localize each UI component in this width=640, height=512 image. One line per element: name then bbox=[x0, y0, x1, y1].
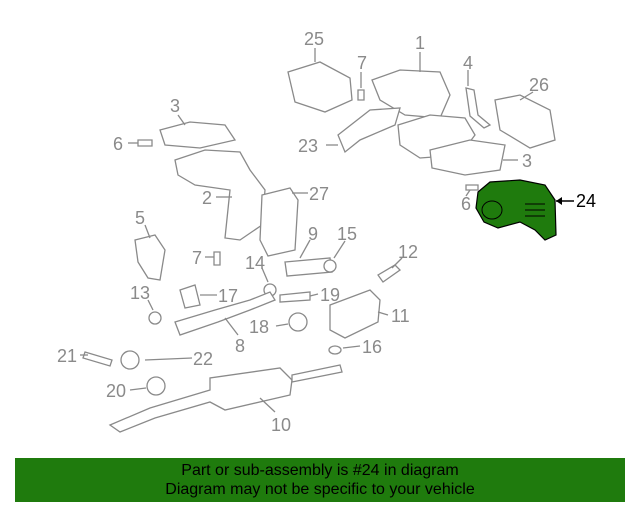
label-27: 27 bbox=[309, 184, 329, 204]
banner-line-disclaimer: Diagram may not be specific to your vehi… bbox=[165, 481, 475, 498]
label-8: 8 bbox=[235, 336, 245, 356]
label-21: 21 bbox=[57, 346, 77, 366]
label-6: 6 bbox=[113, 134, 123, 154]
part-7-stud[interactable] bbox=[357, 72, 365, 101]
label-7: 7 bbox=[357, 53, 367, 73]
label-5: 5 bbox=[135, 208, 145, 228]
part-3-gasket-right[interactable] bbox=[429, 139, 518, 176]
part-11-muffler[interactable] bbox=[329, 289, 389, 339]
part-19-gasket[interactable] bbox=[279, 291, 319, 303]
label-6-right: 6 bbox=[461, 194, 471, 214]
label-18: 18 bbox=[249, 317, 269, 337]
label-22: 22 bbox=[193, 349, 213, 369]
label-4: 4 bbox=[463, 53, 473, 73]
label-9: 9 bbox=[308, 224, 318, 244]
label-7-left: 7 bbox=[192, 248, 202, 268]
part-6-stud-right[interactable] bbox=[465, 184, 479, 197]
label-16: 16 bbox=[362, 337, 382, 357]
part-16-gasket[interactable] bbox=[328, 345, 361, 355]
part-23-heat-shield[interactable] bbox=[326, 107, 401, 154]
part-22-clamp[interactable] bbox=[120, 350, 193, 370]
part-3-gasket-left[interactable] bbox=[159, 114, 237, 149]
label-20: 20 bbox=[106, 381, 126, 401]
label-1: 1 bbox=[415, 33, 425, 53]
part-27-catalytic-converter[interactable] bbox=[259, 187, 308, 257]
label-26: 26 bbox=[529, 75, 549, 95]
part-20-hanger[interactable] bbox=[129, 376, 166, 396]
part-18-hanger[interactable] bbox=[275, 312, 308, 332]
part-17-bracket[interactable] bbox=[179, 284, 217, 309]
part-5-bracket[interactable] bbox=[134, 224, 166, 281]
part-4-bracket[interactable] bbox=[465, 70, 492, 129]
part-10-tailpipe-muffler[interactable] bbox=[108, 364, 343, 433]
part-12-hanger[interactable] bbox=[377, 257, 403, 283]
label-3: 3 bbox=[170, 96, 180, 116]
label-17: 17 bbox=[218, 286, 238, 306]
part-21-bolt[interactable] bbox=[80, 351, 113, 367]
label-2: 2 bbox=[202, 188, 212, 208]
label-25: 25 bbox=[304, 29, 324, 49]
part-13-nut[interactable] bbox=[147, 299, 162, 325]
part-8-front-pipe[interactable] bbox=[174, 291, 276, 336]
part-1-catalytic-converter[interactable] bbox=[371, 52, 451, 119]
part-info-banner: Part or sub-assembly is #24 in diagram D… bbox=[15, 458, 625, 502]
label-24: 24 bbox=[576, 191, 596, 211]
label-15: 15 bbox=[337, 224, 357, 244]
label-3-right: 3 bbox=[522, 151, 532, 171]
label-13: 13 bbox=[130, 283, 150, 303]
label-11: 11 bbox=[391, 306, 410, 326]
banner-line-part: Part or sub-assembly is #24 in diagram bbox=[181, 462, 459, 479]
label-23: 23 bbox=[298, 136, 318, 156]
part-24-heat-shield[interactable] bbox=[475, 179, 574, 241]
label-10: 10 bbox=[271, 415, 291, 435]
label-19: 19 bbox=[320, 285, 340, 305]
part-26-heat-shield[interactable] bbox=[494, 91, 556, 149]
part-25-heat-shield[interactable] bbox=[287, 48, 353, 113]
label-14: 14 bbox=[245, 253, 265, 273]
part-15-gasket[interactable] bbox=[323, 240, 346, 273]
part-6-stud-left[interactable] bbox=[128, 139, 153, 147]
part-2-manifold-converter[interactable] bbox=[174, 149, 266, 241]
part-7-stud-left[interactable] bbox=[205, 251, 221, 266]
label-12: 12 bbox=[398, 242, 418, 262]
